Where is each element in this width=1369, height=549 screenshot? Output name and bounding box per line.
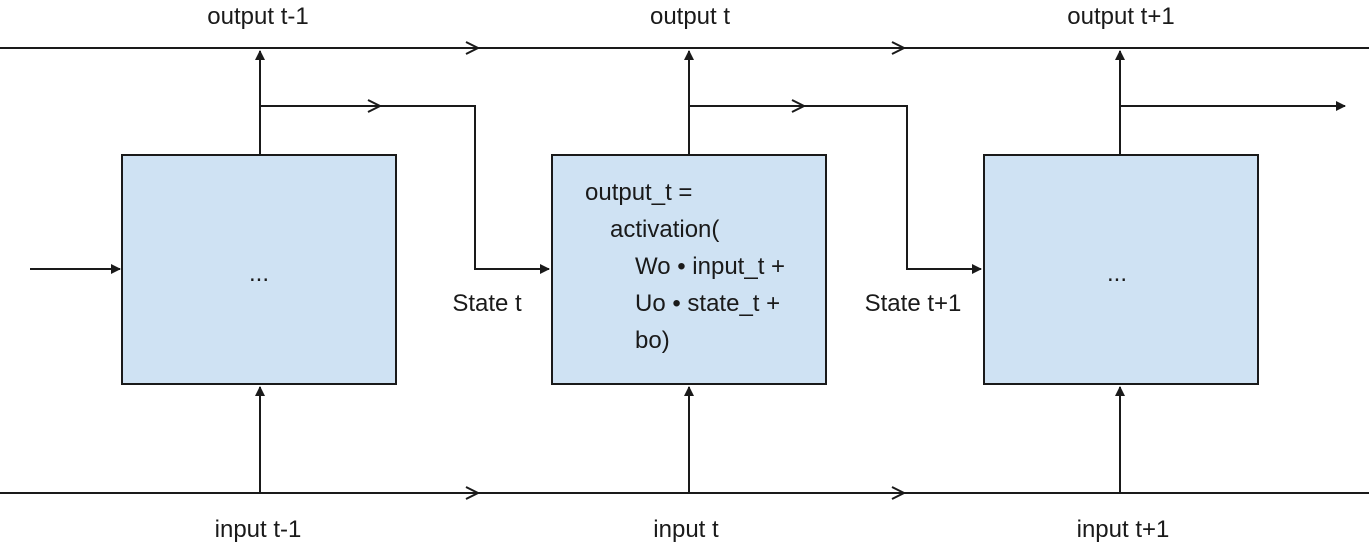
label-input-current: input t (653, 516, 719, 543)
state-path-t-chevron (367, 99, 383, 113)
state-path-t1-chevron (791, 99, 807, 113)
label-input-prev: input t-1 (215, 516, 302, 543)
input-line-chevron-1 (465, 486, 481, 500)
cell-next (983, 154, 1259, 385)
label-state-t1: State t+1 (865, 290, 962, 317)
label-state-t: State t (452, 290, 522, 317)
output-line-chevron-2 (891, 41, 907, 55)
cell-prev (121, 154, 397, 385)
formula-line-1: output_t = (585, 179, 692, 206)
formula-line-2: activation( (610, 216, 719, 243)
output-line-chevron-1 (465, 41, 481, 55)
formula-line-5: bo) (635, 327, 670, 354)
cell-next-ellipsis: ... (1107, 260, 1127, 287)
label-output-current: output t (650, 3, 730, 30)
label-output-prev: output t-1 (207, 3, 308, 30)
formula-line-3: Wo • input_t + (635, 253, 785, 280)
state-path-t1 (689, 105, 982, 274)
label-input-next: input t+1 (1077, 516, 1170, 543)
label-output-next: output t+1 (1067, 3, 1174, 30)
formula-line-4: Uo • state_t + (635, 290, 780, 317)
input-line-chevron-2 (891, 486, 907, 500)
cell-prev-ellipsis: ... (249, 260, 269, 287)
cell-current (551, 154, 827, 385)
state-path-t (260, 105, 550, 274)
